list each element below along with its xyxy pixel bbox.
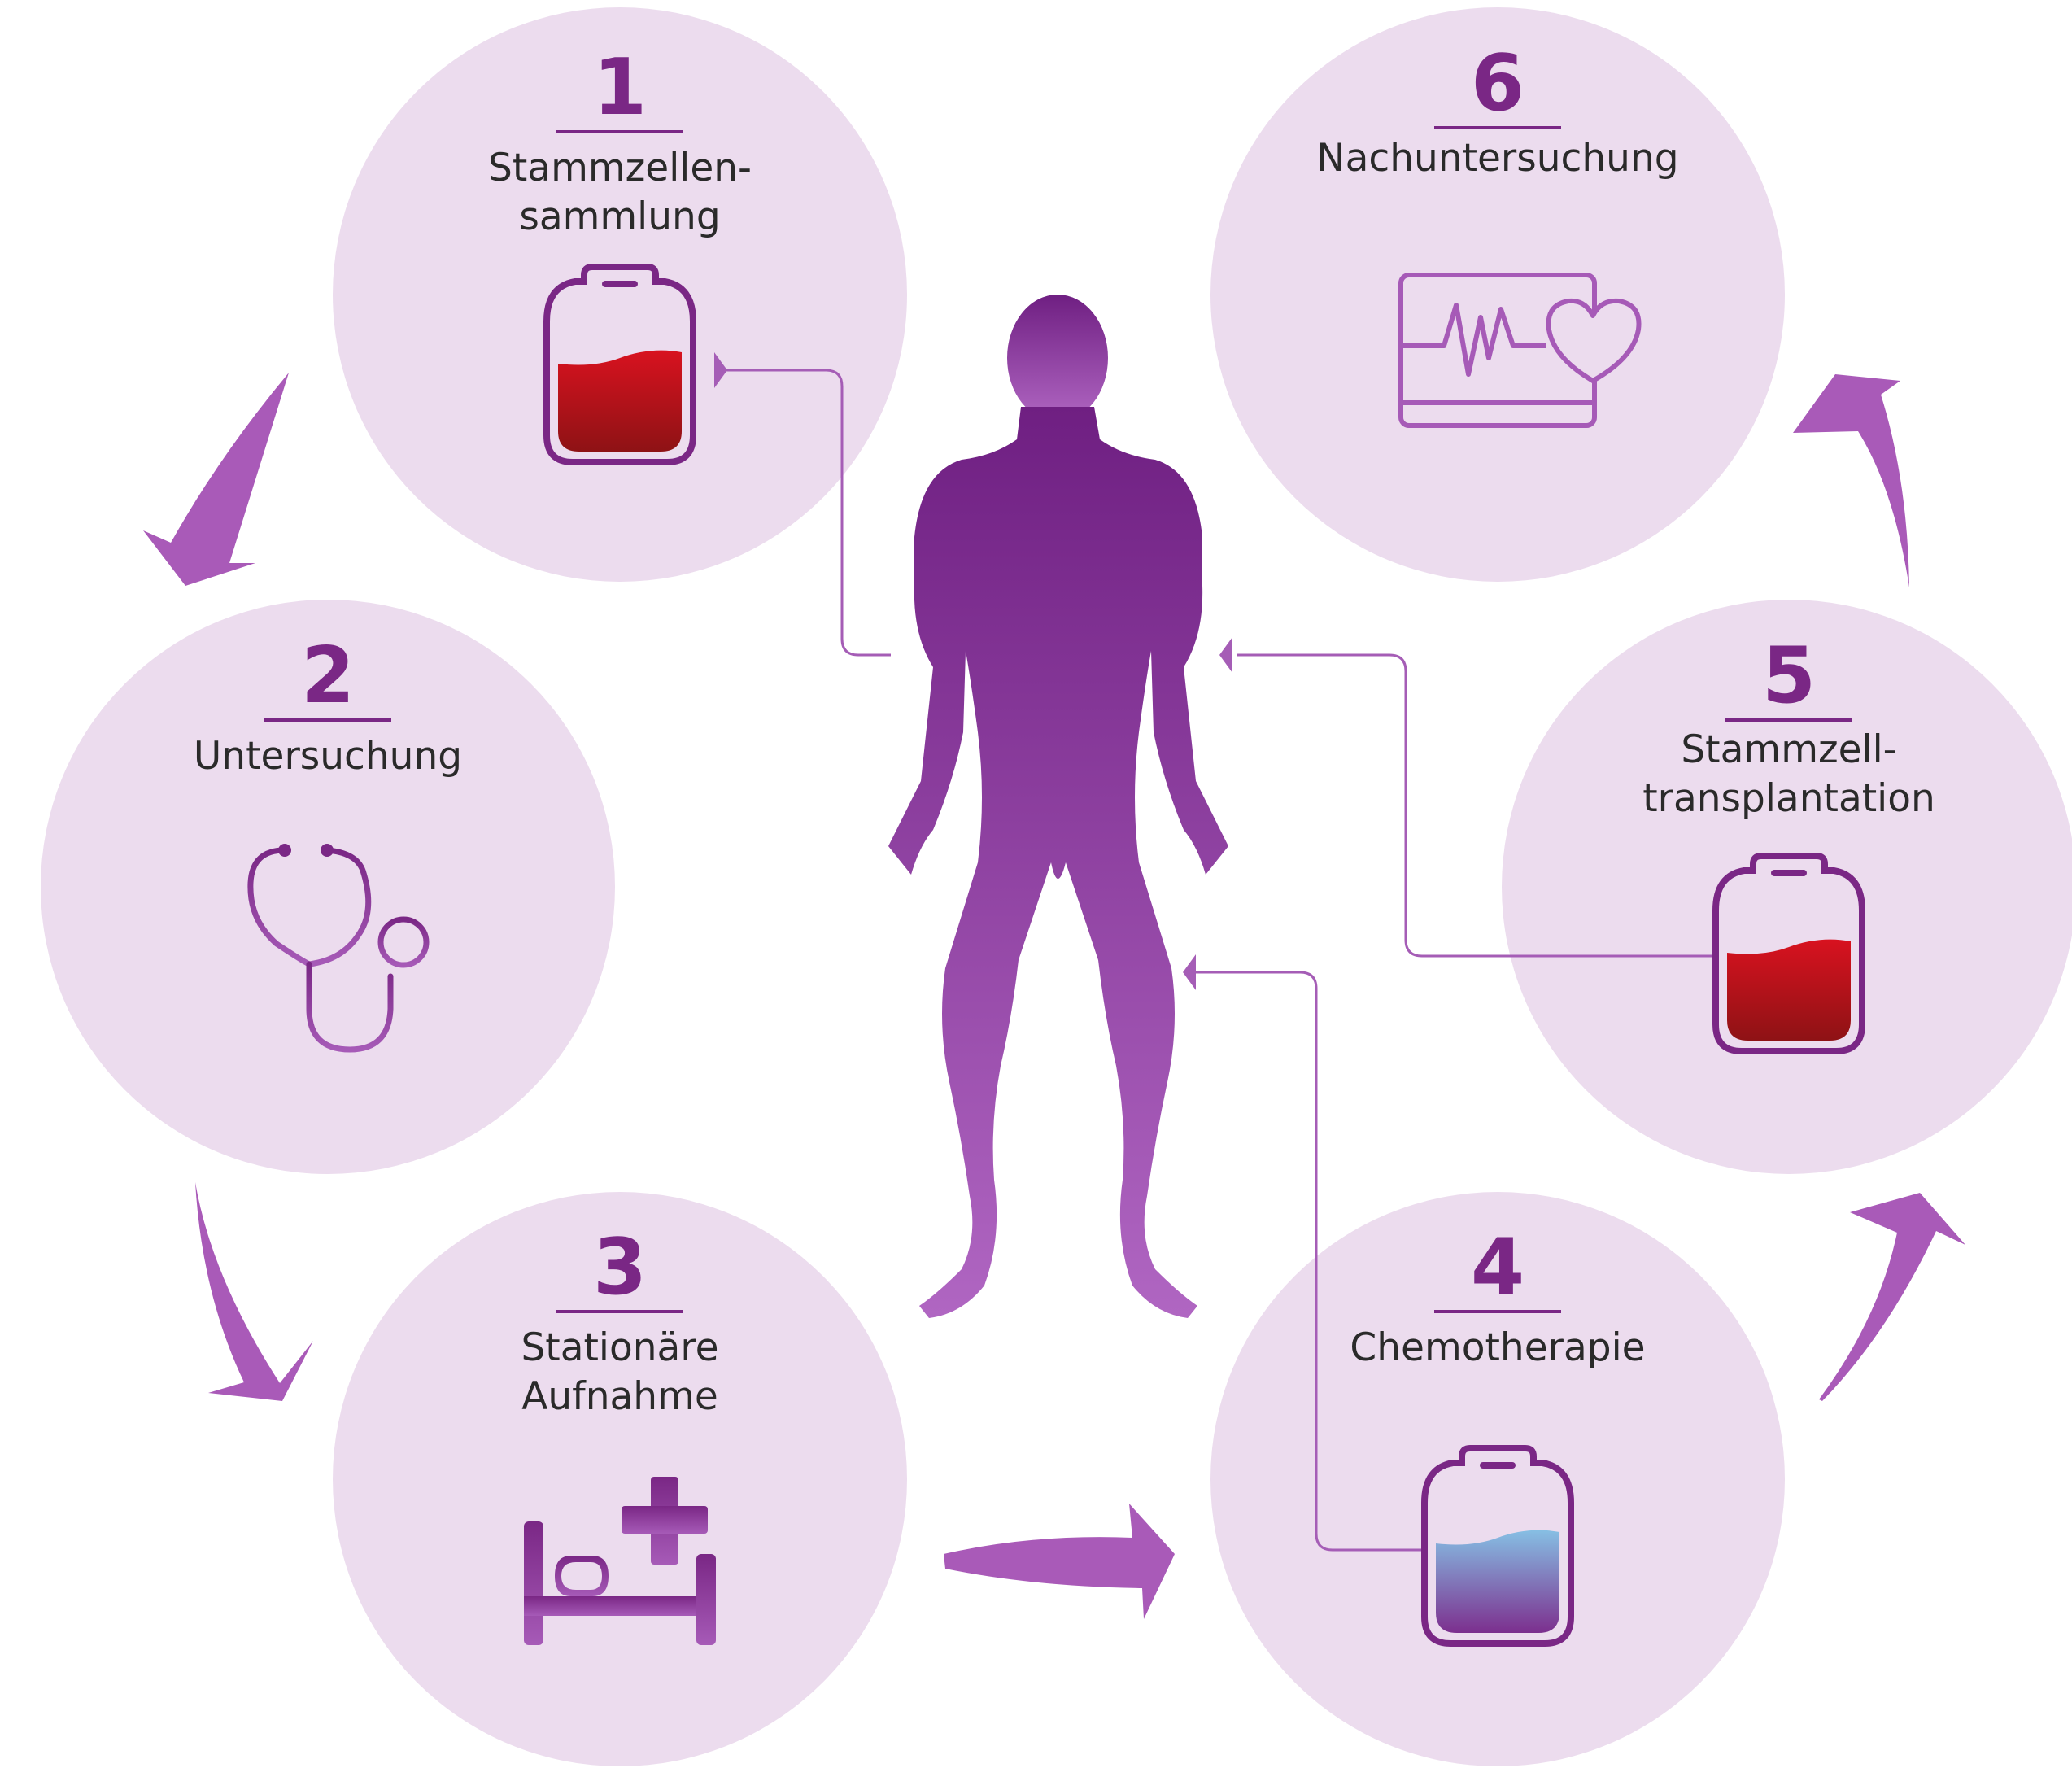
- step-6-label-line1: Nachuntersuchung: [1316, 136, 1678, 181]
- step-3-underline: [556, 1310, 683, 1313]
- step-5-underline: [1725, 718, 1852, 722]
- step-6: 6 Nachuntersuchung: [1316, 39, 1679, 428]
- cycle-arrow-3-to-4: [944, 1504, 1175, 1619]
- connector-arrowhead-1: [714, 352, 727, 388]
- blood-bag-icon: [543, 264, 696, 465]
- step-4-circle: [1210, 1192, 1785, 1766]
- step-5-label-line2: transplantation: [1642, 776, 1935, 821]
- step-4-underline: [1434, 1310, 1561, 1313]
- stethoscope-icon: [247, 847, 430, 1053]
- step-2-circle: [41, 600, 615, 1174]
- step-6-circle: [1210, 7, 1785, 582]
- step-5-circle: [1502, 600, 2072, 1174]
- step-1-number: 1: [593, 43, 647, 133]
- connector-arrowhead-4: [1183, 954, 1196, 990]
- stethoscope-earpiece-right: [321, 844, 334, 857]
- step-4-label-line1: Chemotherapie: [1350, 1325, 1645, 1370]
- cycle-arrow-4-to-5: [1819, 1193, 1965, 1401]
- step-2: 2 Untersuchung: [194, 631, 462, 1053]
- step-5-label-line1: Stammzell-: [1681, 727, 1896, 772]
- connector-step-4-to-body: [1196, 971, 1424, 1552]
- step-4: 4 Chemotherapie: [1350, 1223, 1646, 1647]
- human-body-icon: [888, 295, 1228, 1318]
- step-1-label-line2: sammlung: [519, 194, 720, 239]
- step-2-label-line1: Untersuchung: [194, 734, 462, 779]
- heart-monitor-icon: [1398, 273, 1642, 428]
- step-6-underline: [1434, 126, 1561, 129]
- step-5-number: 5: [1762, 631, 1816, 721]
- blood-bag-icon: [1712, 853, 1865, 1054]
- connector-step-5-to-body: [1237, 653, 1715, 958]
- step-6-number: 6: [1471, 39, 1525, 129]
- step-1: 1 Stammzellen- sammlung: [488, 43, 752, 465]
- cycle-arrow-2-to-3: [195, 1182, 313, 1401]
- step-3: 3 Stationäre Aufnahme: [521, 1223, 719, 1645]
- step-3-number: 3: [593, 1223, 647, 1312]
- step-1-label-line1: Stammzellen-: [488, 146, 752, 190]
- step-4-number: 4: [1471, 1223, 1525, 1312]
- cycle-arrow-1-to-2: [143, 373, 289, 586]
- step-2-underline: [264, 718, 391, 722]
- step-3-label-line1: Stationäre: [521, 1325, 718, 1370]
- step-2-number: 2: [301, 631, 355, 721]
- step-3-circle: [333, 1192, 907, 1766]
- cycle-arrow-5-to-6: [1793, 374, 1909, 587]
- stethoscope-earpiece-left: [278, 844, 291, 857]
- step-1-circle: [333, 7, 907, 582]
- connector-arrowhead-5: [1219, 637, 1232, 673]
- hospital-bed-icon: [524, 1477, 716, 1645]
- step-5: 5 Stammzell- transplantation: [1642, 631, 1935, 1054]
- step-1-underline: [556, 130, 683, 133]
- step-3-label-line2: Aufnahme: [521, 1374, 718, 1419]
- chemo-bag-icon: [1421, 1445, 1574, 1647]
- connector-body-to-step-1: [714, 369, 891, 657]
